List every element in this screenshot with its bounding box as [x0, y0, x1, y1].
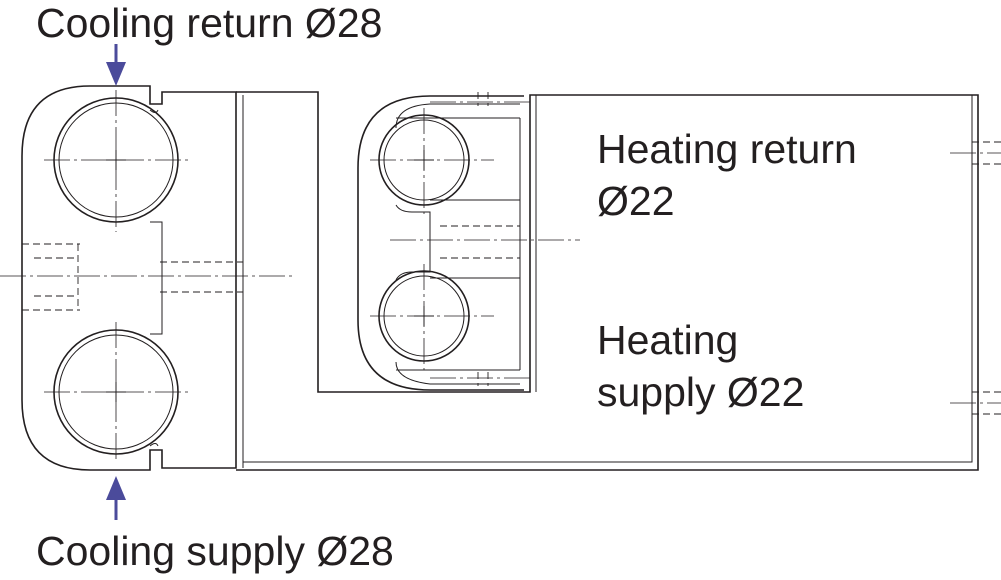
heating-supply-label: Heating supply Ø22: [597, 314, 804, 418]
cooling-supply-label: Cooling supply Ø28: [36, 528, 394, 574]
cooling-return-label: Cooling return Ø28: [36, 0, 383, 46]
heating-return-pipe: [370, 108, 494, 214]
cooling-manifold: [0, 85, 295, 471]
cooling-supply-pipe: [44, 322, 190, 462]
heating-return-label-line-1: Heating return: [597, 126, 857, 172]
heating-supply-label-line-1: Heating: [597, 317, 739, 363]
heating-supply-pipe: [370, 264, 494, 370]
heating-return-label: Heating return Ø22: [597, 123, 857, 227]
heating-return-label-line-2: Ø22: [597, 178, 675, 224]
cooling-return-pipe: [44, 90, 190, 232]
cooling-return-arrow: [106, 44, 126, 86]
heating-supply-label-line-2: supply Ø22: [597, 369, 805, 415]
cooling-supply-arrow: [106, 476, 126, 520]
right-end-details: [950, 141, 1001, 415]
heating-body: [236, 91, 979, 471]
